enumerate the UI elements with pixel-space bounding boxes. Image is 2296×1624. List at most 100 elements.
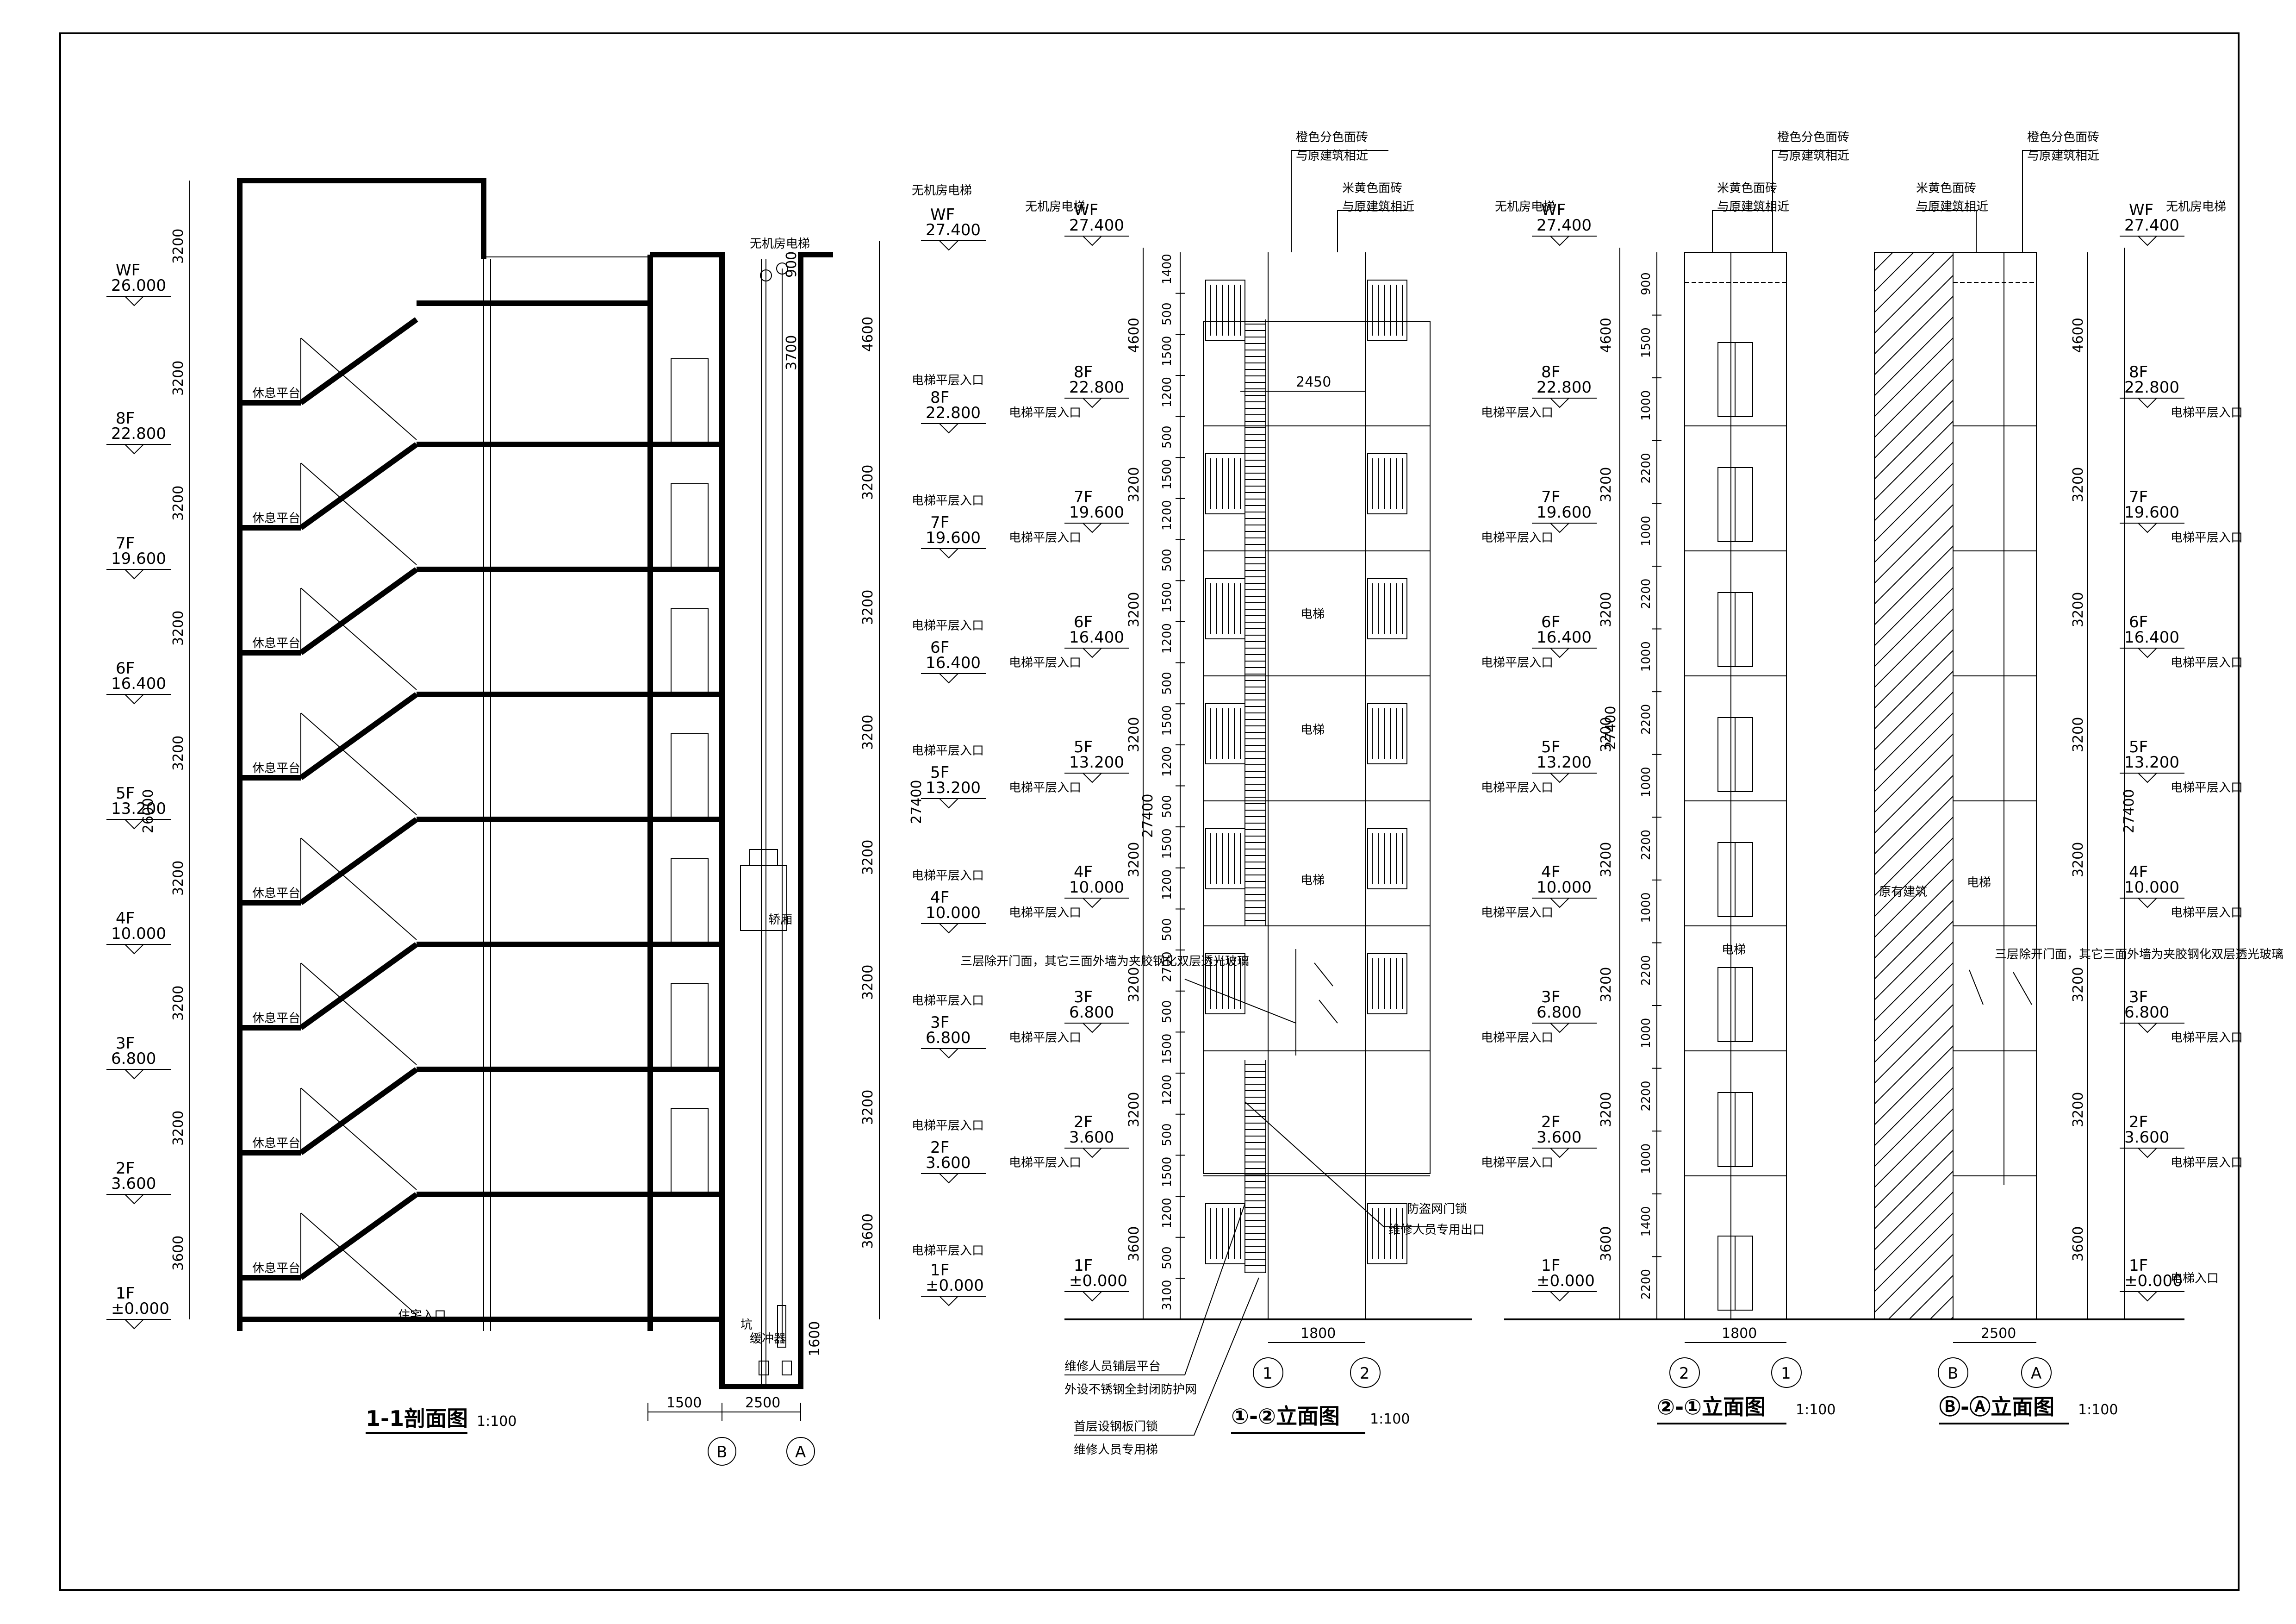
section-right-dim: 3200 <box>860 465 876 500</box>
e21-sub-dim: 900 <box>1639 272 1653 295</box>
ba-hatch-line <box>1874 483 1953 563</box>
e12-rice-tile: 米黄色面砖 <box>1342 181 1402 195</box>
ba-hatch-line <box>1950 1317 1953 1319</box>
ba-entry-label: 电梯平层入口 <box>2171 1031 2243 1045</box>
section-right-level-elev: 6.800 <box>926 1029 971 1047</box>
e21-axis-2: 2 <box>1679 1364 1689 1383</box>
residence-entry-label: 住宅入口 <box>398 1309 446 1323</box>
e21-level-tri <box>1550 648 1569 658</box>
section-left-level-tri <box>124 819 144 830</box>
e21-axis-1: 1 <box>1781 1364 1791 1383</box>
stair-flight-back <box>300 1212 417 1315</box>
section-total-dim: 26000 <box>140 789 156 833</box>
e12-elev-label-2: 电梯 <box>1300 723 1325 737</box>
mrl-label-section: 无机房电梯 <box>750 237 810 251</box>
section-right-dim: 3200 <box>860 965 876 1000</box>
e21-rice-tile: 米黄色面砖 <box>1717 181 1777 195</box>
ba-level-tri <box>2138 1291 2157 1302</box>
section-left-level-floor: 4F <box>116 909 135 928</box>
e21-sub-dim: 2200 <box>1639 830 1653 860</box>
section-right-level-floor: 3F <box>930 1013 949 1032</box>
e21-floor-dim: 3200 <box>1598 967 1614 1002</box>
e21-sub-dim: 1000 <box>1639 767 1653 797</box>
elev12-title: ①-②立面图 <box>1231 1404 1340 1429</box>
e21-level-tri <box>1550 398 1569 408</box>
ba-level-elev: 6.800 <box>2124 1003 2169 1022</box>
maint-1: 维修人员铺层平台 <box>1064 1360 1161 1374</box>
ba-entry-label: 电梯平层入口 <box>2171 406 2243 420</box>
sheet-frame <box>59 32 2240 1591</box>
section-elevator-entry: 电梯平层入口 <box>912 744 984 758</box>
section-right-level-elev: 22.800 <box>926 404 981 422</box>
e12-level-tri <box>1083 898 1102 908</box>
e12-entry-label: 电梯平层入口 <box>1009 531 1081 545</box>
e21-level-floor: 2F <box>1541 1113 1560 1131</box>
ba-hatch-line <box>1874 942 1953 1021</box>
e12-level-floor: 3F <box>1074 988 1093 1006</box>
e12-entry-label: 电梯平层入口 <box>1009 781 1081 795</box>
e21-floor-dim: 3200 <box>1598 592 1614 627</box>
section-left-dim: 3200 <box>170 229 187 264</box>
ba-hatch-line <box>1874 504 1953 584</box>
e12-level-elev: ±0.000 <box>1069 1272 1127 1290</box>
e21-level-floor: 4F <box>1541 863 1560 881</box>
stair-flight-back <box>300 712 417 815</box>
stair-flight-up <box>299 1067 418 1155</box>
e21-sub-dim: 2200 <box>1639 453 1653 483</box>
e12-sub-dim: 500 <box>1160 1000 1174 1023</box>
e12-sub-dim: 1200 <box>1160 377 1174 407</box>
section-right-level-elev: 10.000 <box>926 904 981 922</box>
ba-rice-tile: 米黄色面砖 <box>1916 181 1976 195</box>
section-right-level-tri <box>939 923 958 934</box>
e12-level-floor: 5F <box>1074 738 1093 756</box>
section-left-level-elev: 13.200 <box>111 800 166 818</box>
stair-flight-back <box>300 962 417 1065</box>
ba-hatch-line <box>1874 1108 1953 1188</box>
e21-floor-dim: 3200 <box>1598 717 1614 752</box>
e12-sub-dim: 2700 <box>1160 951 1174 982</box>
e21-level-elev: 10.000 <box>1537 878 1592 897</box>
section-left-level-floor: 3F <box>116 1034 135 1053</box>
section-right-level-tri <box>939 673 958 684</box>
ba-level-floor: 6F <box>2129 613 2148 631</box>
e12-level-floor: 7F <box>1074 488 1093 506</box>
e21-sub-dim: 1400 <box>1639 1206 1653 1237</box>
section-right-level-floor: 1F <box>930 1261 949 1280</box>
ba-level-tri <box>2138 398 2157 408</box>
ba-hatch-line <box>1874 546 1953 625</box>
section-right-mrl: 无机房电梯 <box>912 184 972 198</box>
section-left-level-top-floor: WF <box>116 261 140 280</box>
elevation-2-1: 电梯 1F±0.0002F3.600电梯平层入口3F6.800电梯平层入口4F1… <box>1481 131 1851 1424</box>
e12-level-tri <box>1083 236 1102 246</box>
ba-floor-dim: 3200 <box>2070 1092 2086 1127</box>
e12-sub-dim: 1200 <box>1160 623 1174 654</box>
e12-window-left <box>1205 453 1245 514</box>
section-right-level-floor: 6F <box>930 638 949 657</box>
e21-level-tri <box>1550 773 1569 783</box>
e12-floor-dim: 3200 <box>1126 1092 1142 1127</box>
e12-sub-dim: 500 <box>1160 672 1174 695</box>
section-left-dim: 3200 <box>170 611 187 646</box>
section-right-level-floor: 2F <box>930 1138 949 1157</box>
e21-mrl-label: 无机房电梯 <box>1495 200 1555 214</box>
ba-level-floor: 3F <box>2129 988 2148 1006</box>
rest-platform-label: 休息平台 <box>252 1137 300 1150</box>
section-left-level-tri <box>124 1194 144 1205</box>
section-left-dim: 3200 <box>170 1111 187 1146</box>
section-right-level-floor: 4F <box>930 888 949 907</box>
e21-level-elev: 13.200 <box>1537 753 1592 772</box>
e12-glass-note: 三层除开门面，其它三面外墙为夹胶钢化双层透光玻璃 <box>960 955 1249 968</box>
stair-flight-back <box>300 587 417 690</box>
e21-floor-dim: 3200 <box>1598 467 1614 502</box>
section-inner-top: 900 <box>784 251 800 278</box>
e12-entry-label: 电梯平层入口 <box>1009 656 1081 670</box>
e21-match-1: 与原建筑相近 <box>1777 149 1849 163</box>
section-1-1: 轿厢 坑 缓冲器 无机房电梯 住宅入口 休息平台电梯平层入口休息平台电梯平层入口… <box>106 178 986 1466</box>
ba-hatch-line <box>1874 296 1953 375</box>
section-elevator-entry: 电梯平层入口 <box>912 994 984 1008</box>
rest-platform-label: 休息平台 <box>252 387 300 400</box>
section-right-level-tri <box>939 548 958 559</box>
ba-hatch-line <box>1874 252 1894 271</box>
section-right-dim: 3200 <box>860 590 876 625</box>
ba-hatch-line <box>1874 962 1953 1042</box>
